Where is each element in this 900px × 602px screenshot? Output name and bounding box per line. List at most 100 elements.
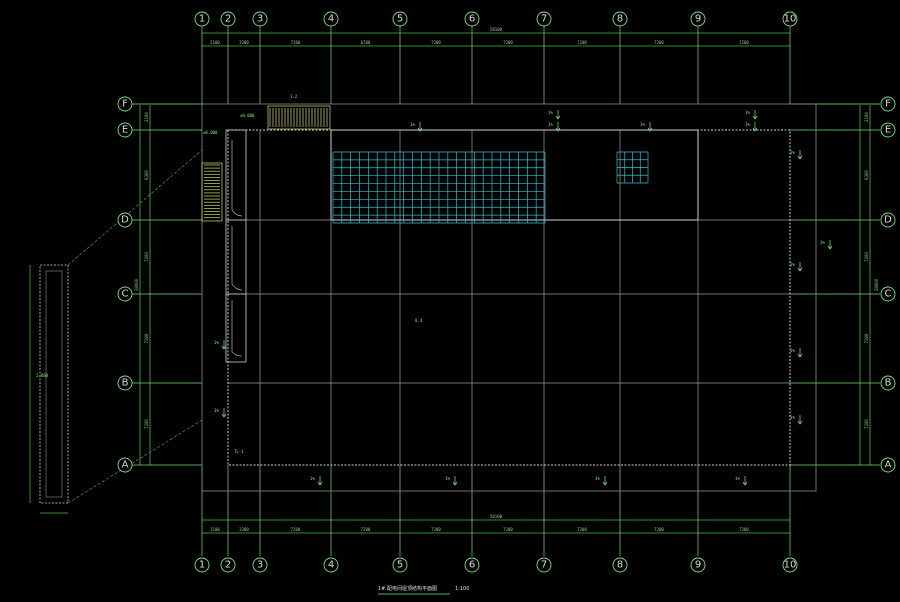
axis-bubble-bottom-5: 5 [392, 557, 408, 573]
axis-bubble-right-F: F [880, 96, 896, 112]
dim-bottom-2: 7200 [291, 527, 301, 532]
axis-bubble-top-10: 10 [782, 11, 798, 27]
svg-text:10: 10 [784, 560, 797, 571]
svg-text:1%: 1% [790, 262, 795, 267]
slope-arrow-13: 1% [214, 408, 227, 418]
elevation-side-roof: 2.800 [36, 373, 49, 378]
slope-arrow-10: 1% [595, 476, 608, 486]
dim-left-0: 2100 [144, 112, 149, 122]
title-text: 1# 配电间屋顶结构平面图 [378, 585, 437, 592]
slope-arrow-11: 1% [735, 476, 748, 486]
main-roof-outline [201, 103, 817, 492]
axis-bubble-top-9: 9 [690, 11, 706, 27]
skylight-grid-small [616, 151, 649, 184]
skylight-grid-large [332, 151, 546, 224]
elevation-zero: ±0.000 [203, 130, 218, 135]
top-dimension-chain [139, 32, 871, 534]
axis-bubble-right-E: E [880, 122, 896, 138]
svg-text:1%: 1% [640, 122, 645, 127]
dim-bottom-6: 7200 [577, 527, 587, 532]
svg-text:4: 4 [328, 14, 334, 25]
dim-left-total: 28000 [134, 278, 139, 291]
structural-grid [228, 130, 790, 465]
drawing-title: 1# 配电间屋顶结构平面图 1:100 [378, 585, 469, 595]
svg-text:A: A [885, 460, 892, 471]
axis-bubble-right-A: A [880, 457, 896, 473]
stair-top [267, 105, 331, 130]
axis-bubble-right-C: C [880, 286, 896, 302]
dim-bottom-8: 7200 [739, 527, 749, 532]
dim-left-1: 6300 [144, 170, 149, 180]
dim-right-total: 28000 [874, 278, 879, 291]
axis-bubble-top-2: 2 [220, 11, 236, 27]
svg-text:1%: 1% [790, 150, 795, 155]
svg-text:7: 7 [541, 560, 547, 571]
svg-text:1%: 1% [548, 110, 553, 115]
svg-text:3: 3 [257, 14, 263, 25]
svg-text:9: 9 [695, 14, 701, 25]
axis-bubble-right-B: B [880, 375, 896, 391]
dim-top-1: 3300 [239, 40, 249, 45]
slope-arrow-15: 1% [745, 110, 758, 120]
svg-text:1: 1 [199, 560, 205, 571]
svg-text:1%: 1% [214, 408, 219, 413]
dim-top-3: 6708 [361, 40, 371, 45]
svg-text:1%: 1% [548, 122, 553, 127]
slope-arrow-0: 1% [410, 122, 423, 132]
svg-text:7: 7 [541, 14, 547, 25]
slope-arrow-8: 1% [310, 476, 323, 486]
dim-left-3: 7200 [144, 333, 149, 343]
side-detail [29, 149, 203, 514]
svg-text:8: 8 [617, 560, 623, 571]
elevation-main-roof: 8.4 [415, 318, 423, 323]
dim-top-0: 2100 [210, 40, 220, 45]
svg-text:1%: 1% [310, 476, 315, 481]
dim-bottom-4: 7200 [431, 527, 441, 532]
axis-bubble-top-6: 6 [464, 11, 480, 27]
svg-text:6: 6 [469, 560, 475, 571]
dim-top-7: 7200 [654, 40, 664, 45]
slope-arrow-1: 1% [548, 122, 561, 132]
dim-left-4: 7200 [144, 419, 149, 429]
svg-text:1%: 1% [214, 340, 219, 345]
svg-text:8: 8 [617, 14, 623, 25]
svg-text:1: 1 [199, 14, 205, 25]
svg-text:1%: 1% [445, 476, 450, 481]
svg-text:3: 3 [257, 560, 263, 571]
svg-text:D: D [884, 215, 892, 226]
svg-text:2: 2 [225, 14, 231, 25]
elevation-roof-low: ±0.000 [240, 113, 255, 118]
elevation-labels: ±0.000 ±0.000 8.4 2.800 1.2 TL-1 [36, 94, 423, 454]
dim-right-2: 7200 [864, 252, 869, 262]
svg-text:1%: 1% [595, 476, 600, 481]
svg-text:1%: 1% [410, 122, 415, 127]
dim-top-2: 7200 [291, 40, 301, 45]
axis-bubble-top-3: 3 [252, 11, 268, 27]
axis-bubble-top-4: 4 [323, 11, 339, 27]
axis-bubble-right-D: D [880, 212, 896, 228]
axis-bubble-left-D: D [117, 212, 133, 228]
svg-text:A: A [122, 460, 129, 471]
svg-text:6: 6 [469, 14, 475, 25]
elevation-canopy: 1.2 [290, 94, 298, 99]
slope-arrow-3: 1% [745, 122, 758, 132]
slope-arrow-4: 1% [790, 150, 803, 160]
dim-bottom-1: 3300 [239, 527, 249, 532]
axis-bubble-left-F: F [117, 96, 133, 112]
slope-arrow-7: 1% [790, 415, 803, 425]
dim-top-8: 7200 [739, 40, 749, 45]
axis-bubble-left-C: C [117, 286, 133, 302]
slope-arrow-12: 1% [214, 340, 227, 350]
slope-arrows: 1%1%1%1%1%1%1%1%1%1%1%1%1%1%1%1%1% [214, 110, 833, 486]
svg-text:C: C [885, 289, 892, 300]
axis-bubble-bottom-10: 10 [782, 557, 798, 573]
svg-text:1%: 1% [790, 348, 795, 353]
dim-total-top: 58100 [490, 27, 503, 32]
dim-bottom-3: 7200 [361, 527, 371, 532]
axis-bubble-bottom-9: 9 [690, 557, 706, 573]
axis-bubble-top-1: 1 [194, 11, 210, 27]
dim-bottom-0: 2100 [210, 527, 220, 532]
axis-bubble-bottom-3: 3 [252, 557, 268, 573]
